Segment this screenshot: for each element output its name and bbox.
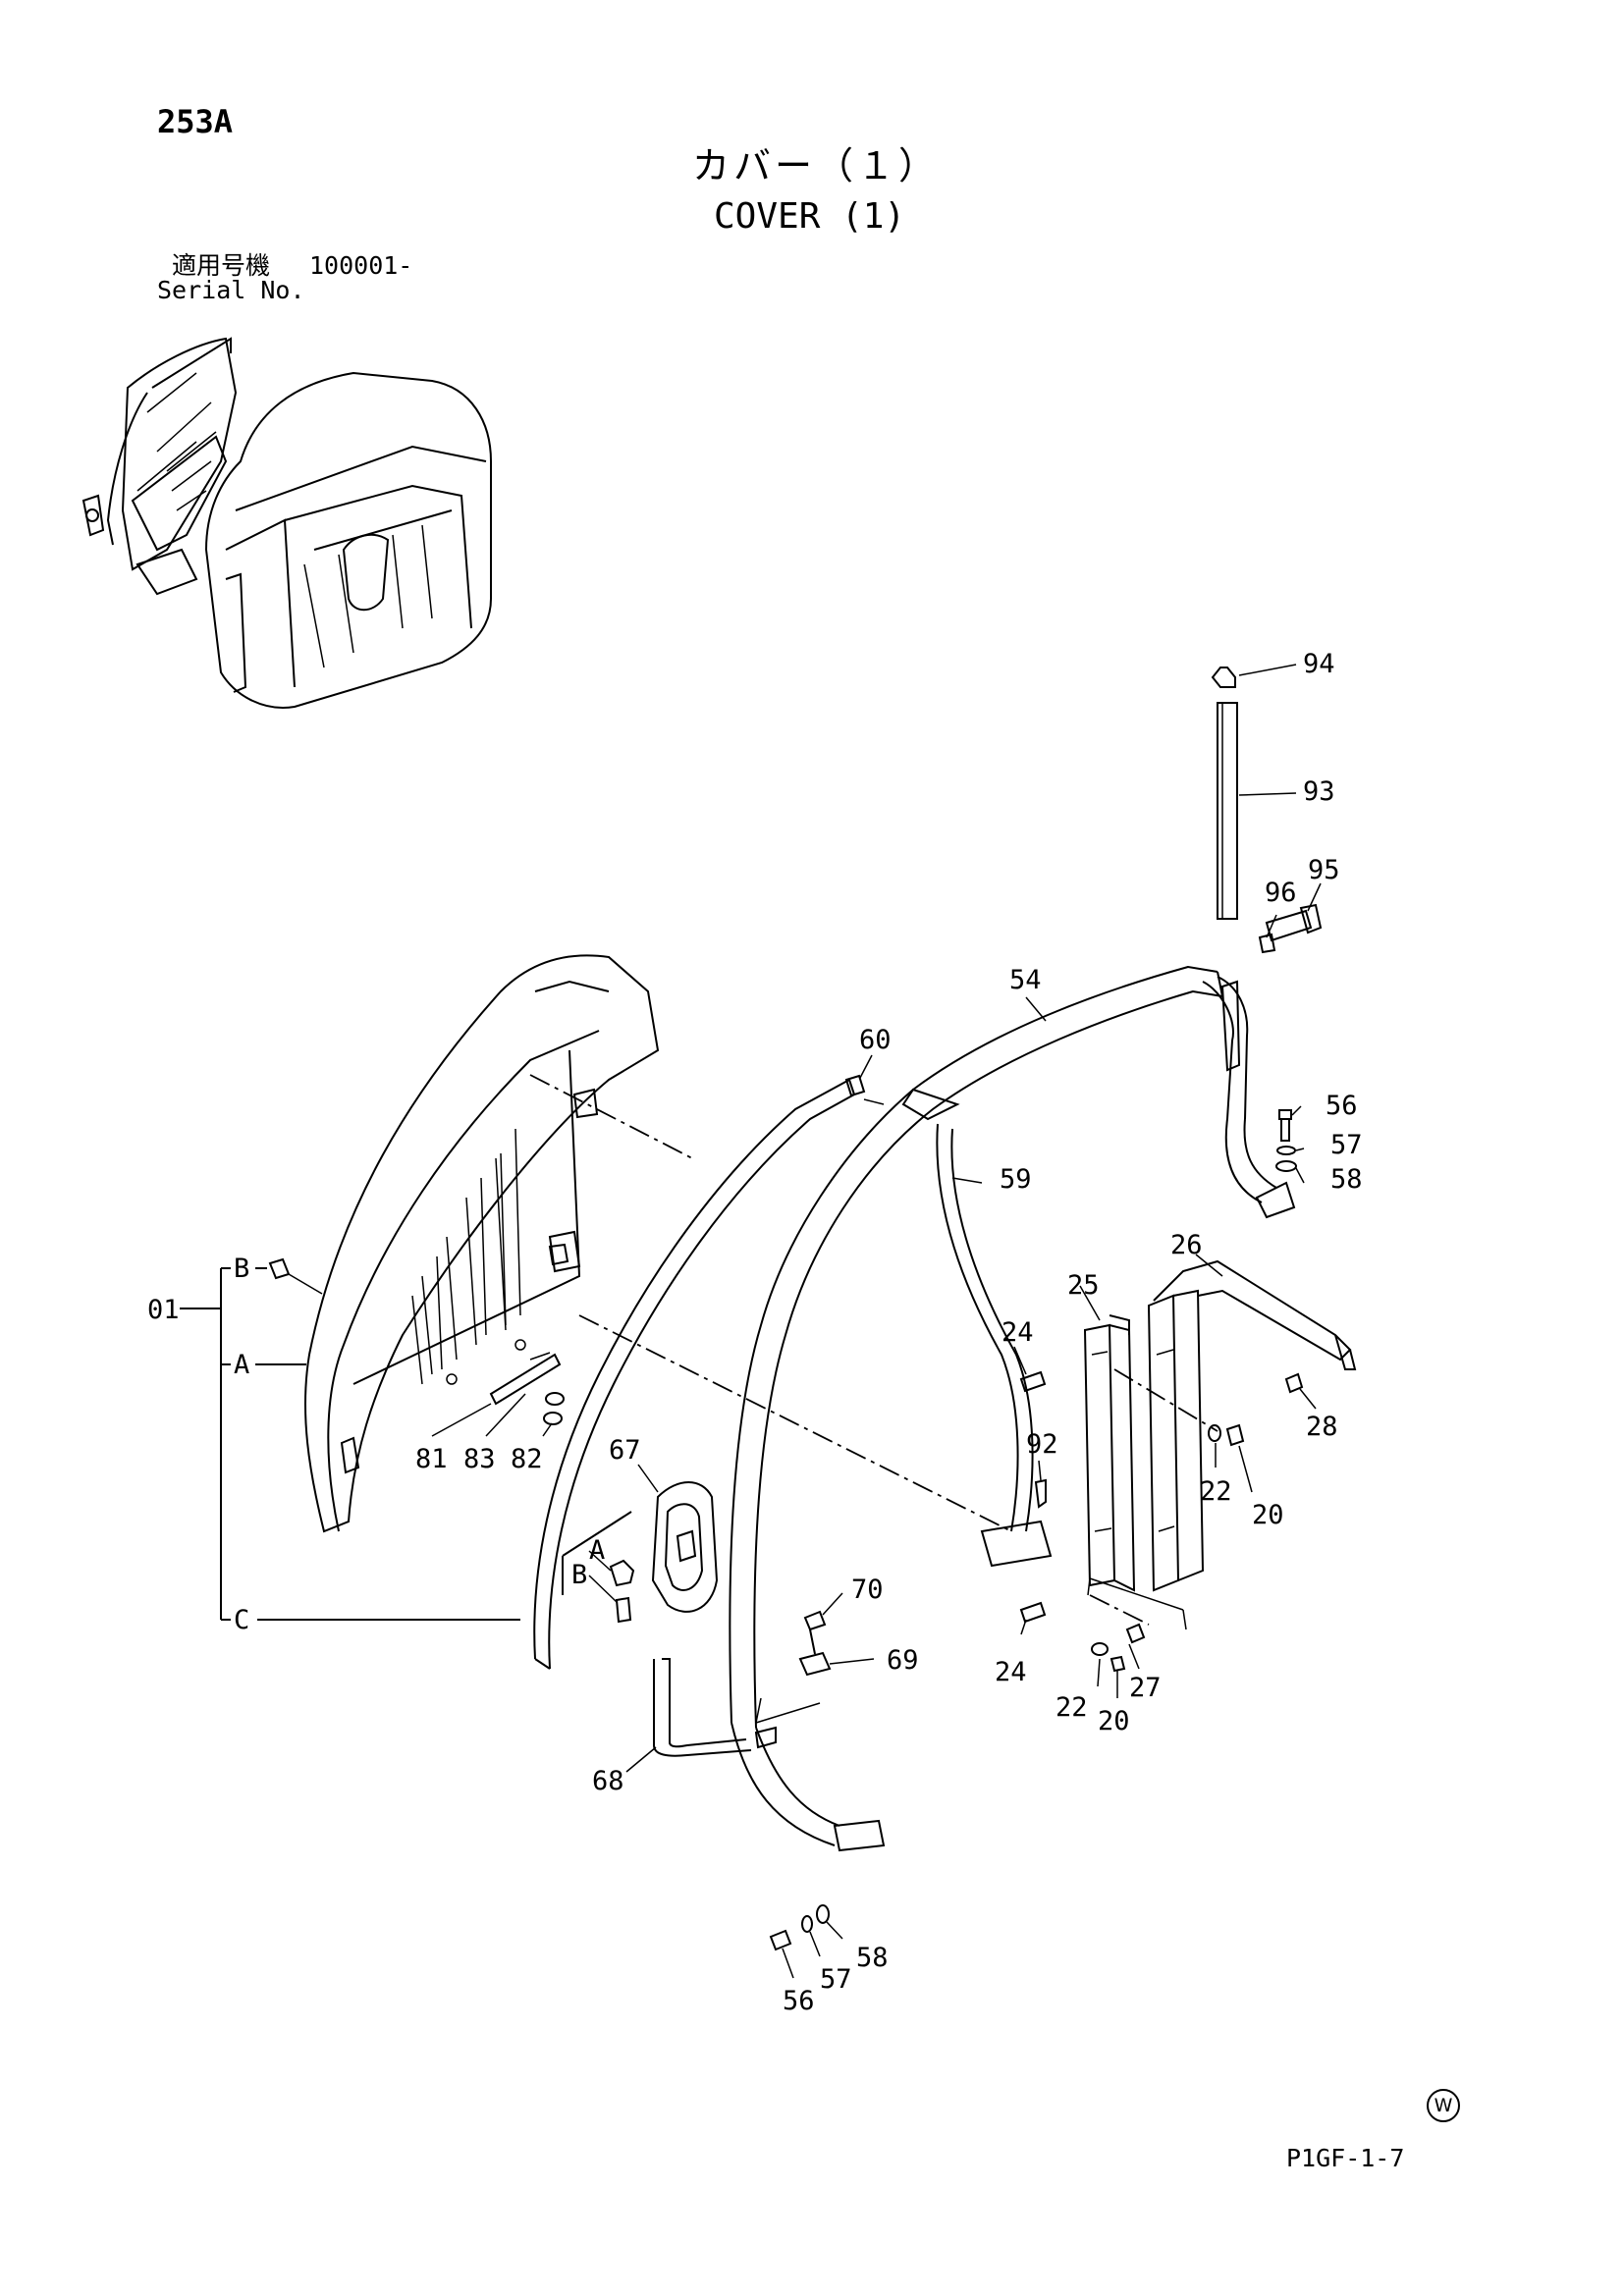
drawing-code: P1GF-1-7: [1286, 2144, 1405, 2172]
part-label-54: 54: [1009, 965, 1042, 995]
serial-number-value: 100001-: [309, 251, 413, 280]
plug-b: [268, 1257, 291, 1280]
part-label-clip-b: B: [571, 1560, 587, 1590]
part-label-20-lower: 20: [1098, 1706, 1130, 1736]
part-number-labels: 94 93 95 96 54 60 56 57 58 59 26 25 24 2…: [415, 649, 1363, 2016]
part-label-clip-a: A: [589, 1535, 605, 1566]
part-label-58-lower: 58: [856, 1943, 889, 1973]
machine-overview-inset: [81, 337, 492, 709]
group-labels: 01 B A C: [147, 1254, 249, 1635]
part-label-59: 59: [1000, 1164, 1032, 1195]
part-label-22-lower: 22: [1056, 1692, 1088, 1723]
bolt-56-57-58-upper: [1275, 1109, 1297, 1172]
title-english: COVER (1): [714, 196, 906, 237]
part-label-56-upper: 56: [1326, 1091, 1358, 1121]
leader-lines: [431, 664, 1322, 1979]
part-label-22-upper: 22: [1200, 1476, 1232, 1507]
bolt-56-57-58-lower: [769, 1904, 830, 1951]
fasteners-group: [1019, 1370, 1304, 1673]
page-code: 253A: [157, 103, 234, 140]
part-label-67: 67: [609, 1435, 641, 1466]
part-label-68: 68: [592, 1766, 624, 1796]
serial-label-japanese: 適用号機: [172, 251, 271, 280]
group-bracket-01: [180, 1267, 520, 1621]
bolt-95-nut-96: [1258, 903, 1323, 954]
part-label-94: 94: [1303, 649, 1335, 679]
fasteners-70-69: [798, 1610, 832, 1677]
group-branch-c: C: [234, 1605, 249, 1635]
part-label-83: 83: [463, 1444, 496, 1474]
bracket-26: [1147, 1259, 1357, 1592]
cover-panel-a: [303, 954, 660, 1533]
part-label-60: 60: [859, 1025, 892, 1055]
part-label-95: 95: [1308, 855, 1340, 885]
part-label-56-lower: 56: [783, 1986, 815, 2016]
part-label-92: 92: [1026, 1429, 1058, 1460]
part-label-26: 26: [1170, 1230, 1203, 1260]
title-japanese: カバー（１）: [692, 144, 941, 187]
part-label-82: 82: [511, 1444, 543, 1474]
group-branch-a: A: [234, 1350, 249, 1380]
part-label-96: 96: [1265, 878, 1297, 908]
ab-bracket: [562, 1511, 632, 1595]
part-label-24-upper: 24: [1001, 1317, 1034, 1348]
part-label-81: 81: [415, 1444, 448, 1474]
rod-68: [653, 1658, 752, 1757]
bracket-25: [1083, 1314, 1136, 1592]
part-label-20-upper: 20: [1252, 1500, 1284, 1530]
weather-strip-c: [533, 1079, 855, 1670]
bracket-81-83-82: [489, 1352, 565, 1425]
group-branch-b: B: [234, 1254, 249, 1284]
part-label-57-upper: 57: [1330, 1130, 1363, 1160]
pillar-frame: [729, 965, 1296, 1852]
plug-60: [844, 1074, 866, 1097]
part-label-24-lower: 24: [995, 1657, 1027, 1687]
part-label-57-lower: 57: [820, 1964, 852, 1995]
part-label-25: 25: [1067, 1270, 1100, 1301]
part-label-69: 69: [887, 1645, 919, 1676]
group-number-label: 01: [147, 1295, 180, 1325]
leader-brackets: [755, 1577, 1187, 1724]
handle-67: [651, 1481, 719, 1613]
alignment-lines: [529, 1074, 1218, 1626]
part-label-93: 93: [1303, 776, 1335, 807]
part-label-58-upper: 58: [1330, 1164, 1363, 1195]
clips-a-b: [609, 1559, 635, 1624]
part-label-70: 70: [851, 1575, 884, 1605]
rod-93-cap-94: [1211, 667, 1238, 920]
part-label-27: 27: [1129, 1673, 1162, 1703]
serial-label-english: Serial No.: [157, 276, 305, 304]
w-circle-mark: W: [1427, 2089, 1460, 2122]
part-label-28: 28: [1306, 1412, 1338, 1442]
